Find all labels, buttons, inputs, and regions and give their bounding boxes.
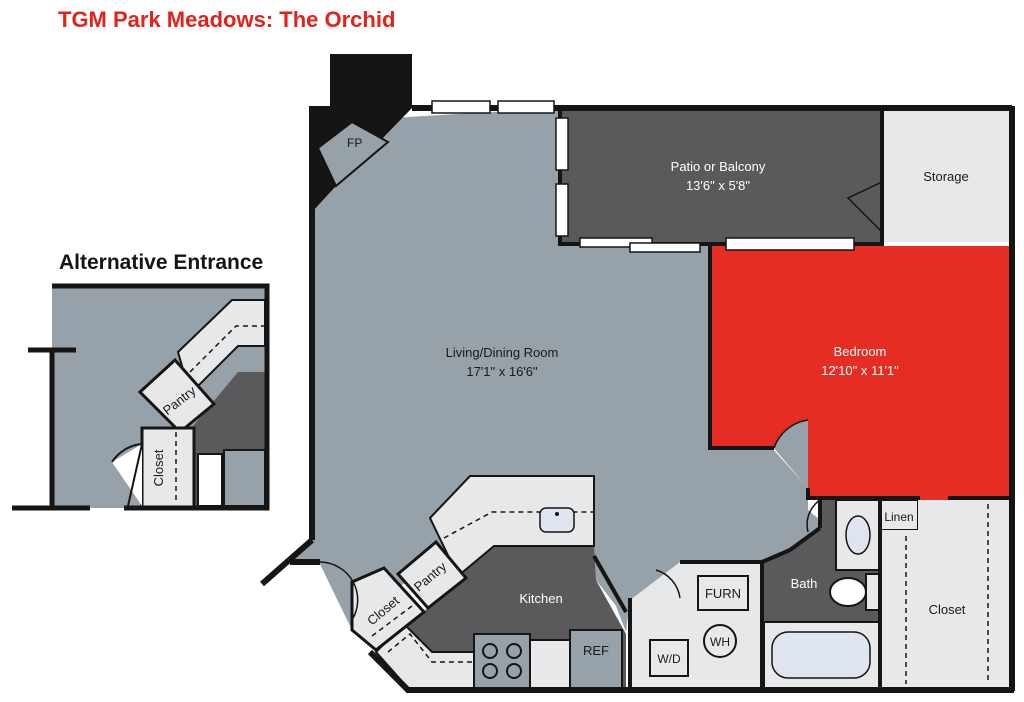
bathtub xyxy=(771,631,871,679)
sink xyxy=(539,507,575,533)
water-heater xyxy=(703,624,737,658)
bedroom-closet-label: Closet xyxy=(929,602,966,617)
water-heater-label: WH xyxy=(710,635,730,649)
living-room-name: Living/Dining Room xyxy=(446,345,559,360)
storage-label: Storage xyxy=(923,169,969,184)
refrigerator xyxy=(569,629,623,689)
bath-label: Bath xyxy=(791,576,818,591)
bedroom-size: 12'10" x 11'1" xyxy=(821,363,899,378)
living-room-size: 17'1" x 16'6" xyxy=(466,364,538,379)
alt-entrance-heading: Alternative Entrance xyxy=(59,251,263,274)
furnace xyxy=(697,575,749,611)
page-title: TGM Park Meadows: The Orchid xyxy=(58,7,395,32)
washer-dryer-label: W/D xyxy=(657,652,681,666)
furnace-label: FURN xyxy=(705,586,741,601)
window xyxy=(629,242,701,253)
patio-size: 13'6" x 5'8" xyxy=(686,178,750,193)
living-dining-room xyxy=(292,108,820,632)
alt-closet-label: Closet xyxy=(151,449,166,486)
window xyxy=(555,117,569,171)
linen-label: Linen xyxy=(884,510,913,524)
pantry xyxy=(395,539,469,611)
main-floor-plan: FP Patio or Balcony 13'6" x 5'8" Storage… xyxy=(260,54,1015,693)
refrigerator-label: REF xyxy=(583,643,609,658)
bath-sink xyxy=(845,515,871,555)
entry-closet xyxy=(350,566,427,652)
fireplace xyxy=(316,120,390,188)
window xyxy=(555,183,569,237)
window xyxy=(497,100,555,114)
alt-entrance-inset: Pantry Closet xyxy=(12,283,270,511)
window xyxy=(725,237,855,251)
fireplace-label: FP xyxy=(347,136,362,150)
patio-name: Patio or Balcony xyxy=(671,159,766,174)
kitchen-label: Kitchen xyxy=(519,591,562,606)
bedroom-name: Bedroom xyxy=(834,344,887,359)
stove xyxy=(473,633,531,689)
storage xyxy=(882,110,1010,242)
bedroom-closet xyxy=(880,500,1010,688)
window xyxy=(431,100,491,114)
patio-balcony xyxy=(562,110,882,242)
washer-dryer xyxy=(649,639,689,677)
toilet xyxy=(829,577,867,607)
